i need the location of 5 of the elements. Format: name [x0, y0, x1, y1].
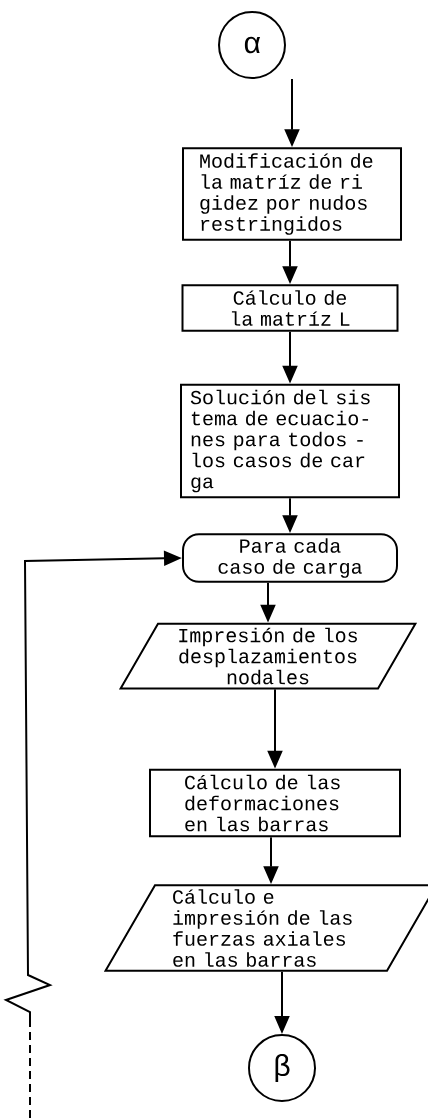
process-box: Cálculo de la matríz L	[181, 284, 399, 332]
process-box: Modificación de la matríz de ri gidez por nudos restringidos	[182, 147, 402, 241]
loop-box: Para cada caso de carga	[182, 533, 398, 583]
process-box: Cálculo de las deformaciones en las barras	[149, 768, 401, 838]
process-box: Solución del sis tema de ecuacio- nes para todos - los casos de car ga	[180, 383, 400, 499]
